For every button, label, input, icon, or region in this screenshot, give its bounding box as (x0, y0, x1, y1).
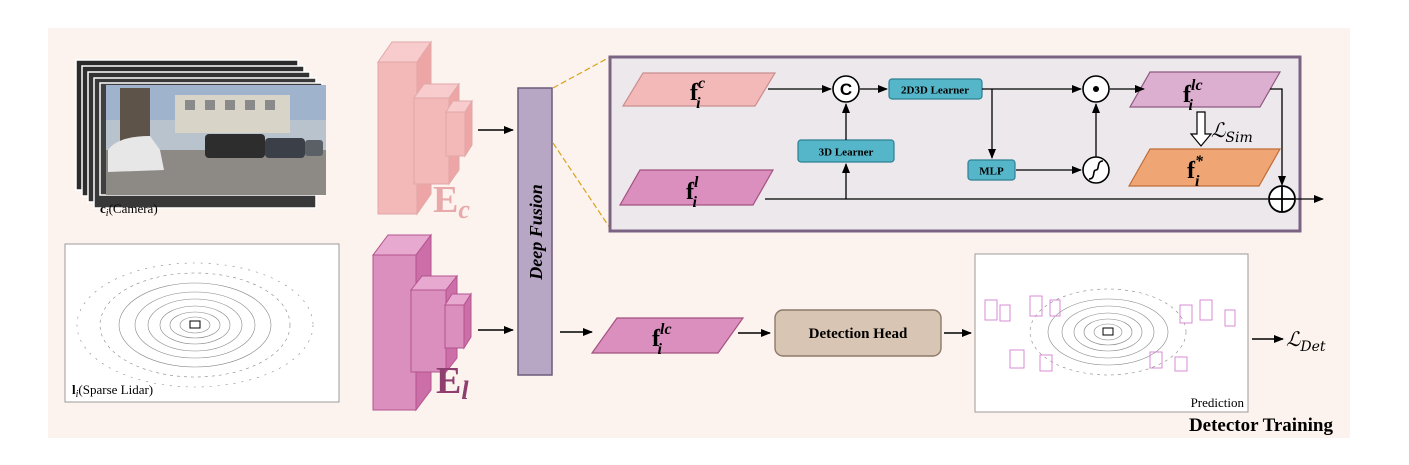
det-loss-label: ℒDet (1286, 327, 1326, 355)
camera-caption: ci(Camera) (100, 201, 158, 219)
feature-fused-parallelogram (1128, 71, 1282, 108)
mlp-label: MLP (979, 166, 1004, 178)
feature-star-parallelogram (1127, 148, 1282, 187)
prediction-image (974, 253, 1249, 413)
detection-head-label: Detection Head (809, 326, 908, 342)
lidar-symbol: l (72, 382, 76, 397)
camera-label: (Camera) (109, 201, 158, 216)
learner-2d3d-label: 2D3D Learner (901, 85, 969, 97)
feature-camera-parallelogram (621, 72, 777, 107)
camera-subscript: i (106, 208, 109, 219)
lidar-encoder (372, 233, 472, 412)
mlp-box (967, 159, 1016, 181)
lidar-caption: li(Sparse Lidar) (72, 382, 153, 400)
fusion-connections (765, 85, 1324, 203)
prediction-label: Prediction (1191, 395, 1245, 410)
deep-fusion-bar (517, 87, 553, 376)
feature-star-label: f*i (1187, 153, 1204, 190)
lidar-label: (Sparse Lidar) (78, 382, 153, 397)
lidar-encoder-label: El (436, 360, 469, 405)
feature-lidar-parallelogram (618, 169, 775, 206)
camera-symbol: c (100, 201, 106, 216)
lidar-image (64, 243, 340, 403)
lidar-subscript: i (76, 389, 79, 400)
camera-image-stack (75, 59, 326, 209)
concat-symbol: C (840, 80, 852, 99)
multiply-dot (1093, 86, 1099, 92)
camera-encoder (377, 40, 473, 216)
zoom-line-top (552, 56, 611, 89)
sim-loss-label: ℒSim (1211, 118, 1253, 146)
zoom-line-bottom (552, 142, 611, 229)
detector-training-title: Detector Training (1189, 415, 1334, 436)
sim-loss-arrow (1189, 111, 1213, 147)
detection-head-box (774, 309, 942, 357)
camera-encoder-label: Ec (433, 179, 470, 224)
pipeline-fused-feature (590, 317, 745, 354)
learner-3d-label: 3D Learner (819, 147, 874, 159)
concat-node (832, 75, 860, 103)
deep-fusion-label: Deep Fusion (526, 184, 546, 281)
sigmoid-curve (1088, 160, 1104, 180)
camera-photo (106, 85, 326, 195)
